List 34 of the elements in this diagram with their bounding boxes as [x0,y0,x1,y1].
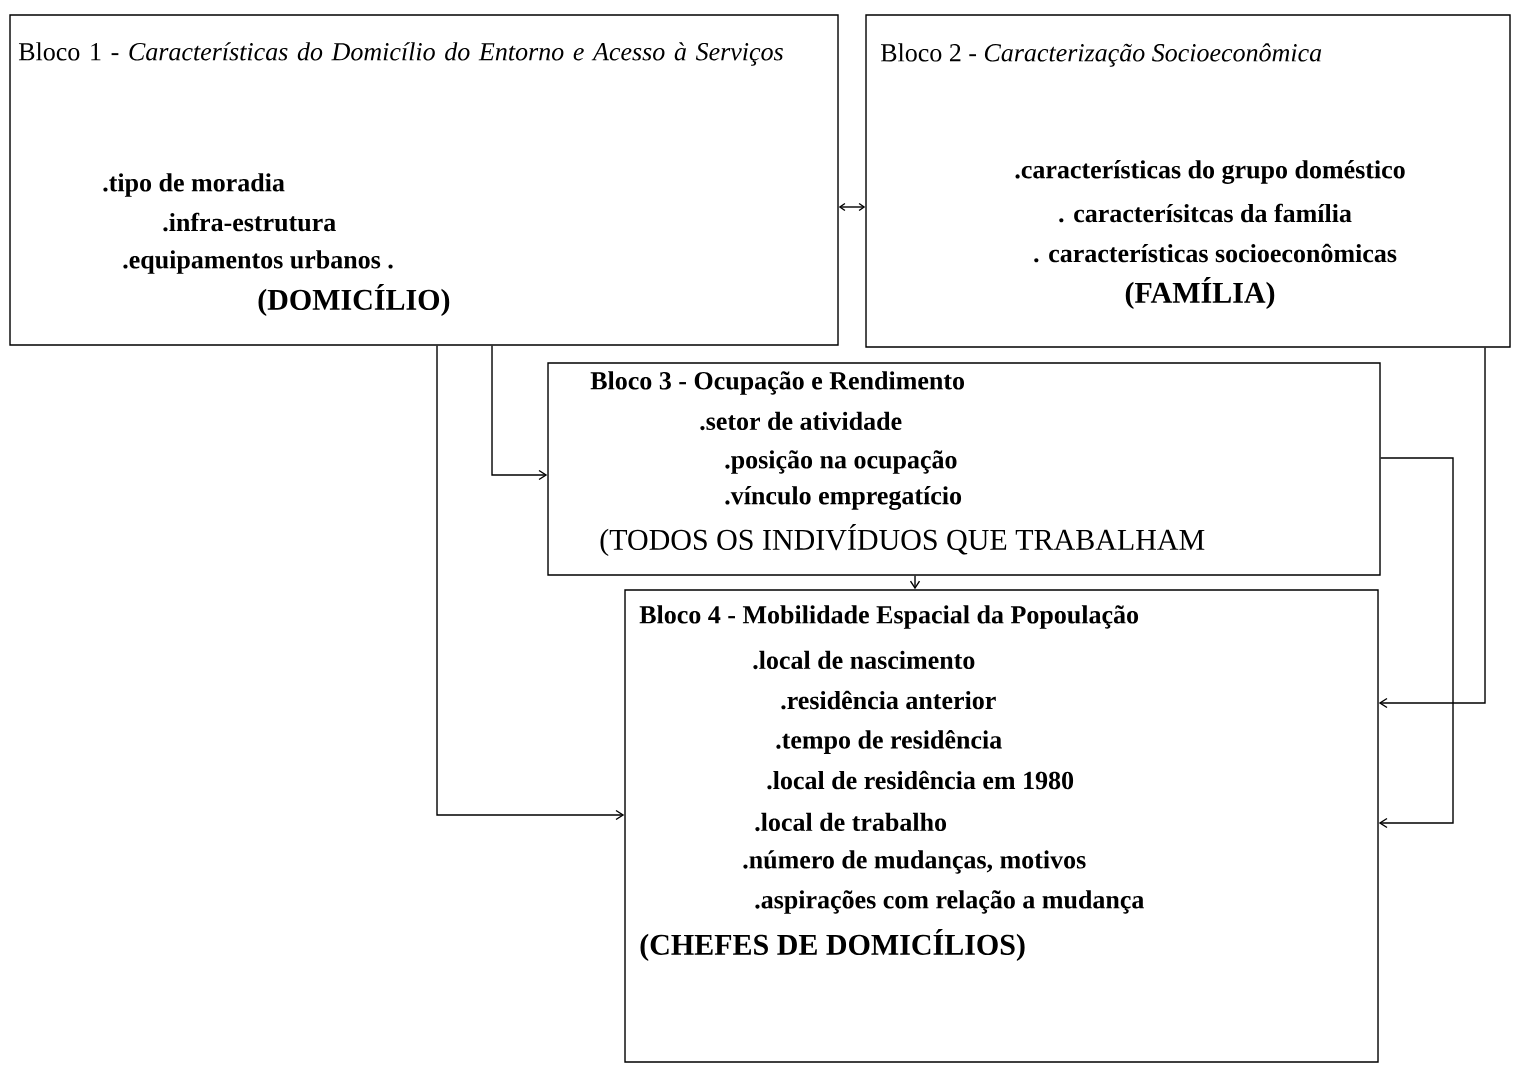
item-text: .setor de atividade [700,411,902,431]
block-box [547,362,1381,576]
item-text: .posição na ocupação [725,450,957,474]
item-text: .tempo de residência [776,730,1002,754]
arrow [491,345,548,481]
population-label: (FAMÍLIA) [1125,276,1275,310]
item-text: .tipo de moradia [103,173,285,197]
item-text: . características socioeconômicas [1034,243,1397,263]
item-text: . caracterísitcas da família [1059,203,1352,223]
item-text: .local de residência em 1980 [767,770,1074,790]
population-label: (DOMICÍLIO) [258,283,450,317]
block-heading: Bloco 1 - Características do Domicílio do Entorno e Acesso à Serviços [18,42,783,66]
item-text: .local de nascimento [753,650,975,670]
arrow [838,202,866,212]
block-heading: Bloco 4 - Mobilidade Espacial da Popoulação [639,605,1139,629]
block-box [865,14,1511,348]
item-text: .características do grupo doméstico [1015,160,1405,184]
item-text: .residência anterior [781,690,996,710]
item-text: .equipamentos urbanos . [123,250,393,274]
block-heading: Bloco 2 - Caracterização Socioeconômica [880,43,1322,67]
block-box [9,14,839,346]
item-text: .aspirações com relação a mudança [755,890,1144,914]
item-text: .infra-estrutura [163,212,336,232]
block-box [624,589,1379,1063]
population-label: (TODOS OS INDIVÍDUOS QUE TRABALHAM [600,523,1205,557]
item-text: .vínculo empregatício [725,486,962,510]
block-heading: Bloco 3 - Ocupação e Rendimento [590,371,965,395]
arrow [1378,457,1454,829]
arrow [1378,347,1486,709]
item-text: .local de trabalho [755,812,947,832]
item-text: .número de mudanças, motivos [743,850,1086,874]
arrow [436,345,625,821]
population-label: (CHEFES DE DOMICÍLIOS) [640,928,1025,962]
arrow [909,575,921,590]
